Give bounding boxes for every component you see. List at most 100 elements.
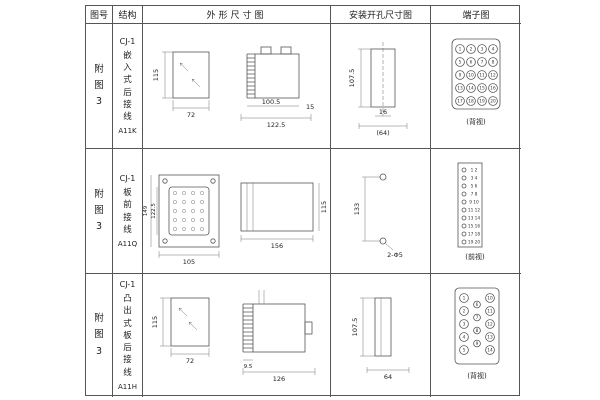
dim-flange: 15 — [306, 103, 314, 111]
structure-cell-a11k: CJ-1 嵌入式后接线 A11K — [113, 24, 143, 149]
col-header-install-dims: 安装开孔尺寸图 — [331, 6, 431, 24]
terminal-num: 10 — [487, 296, 493, 302]
front-view: 149 122.5 105 — [143, 174, 220, 266]
dim-width: 105 — [183, 258, 195, 266]
terminal-num: 17 18 — [468, 232, 481, 238]
side-view: 100.5 15 122.5 — [240, 46, 314, 129]
structure-code-label: A11Q — [117, 240, 138, 249]
terminal-drawing-a11k: 1 2 3 4 5 6 7 8 9 10 11 12 13 14 15 16 1… — [451, 38, 501, 126]
dim-hole-spacing: 133 — [353, 203, 361, 215]
terminal-num: 11 — [487, 309, 493, 315]
install-cell-a11q: 133 2-Φ5 — [331, 149, 431, 274]
figure-no-cell-a11q: 附图3 — [86, 149, 113, 274]
terminal-num: 19 — [479, 99, 485, 105]
terminal-num: 7 — [476, 315, 479, 321]
figure-no-cell-a11h: 附图3 — [86, 274, 113, 397]
dim-cutout-height: 107.5 — [351, 318, 359, 337]
terminal-num: 5 — [459, 60, 462, 66]
col-header-outline-dims: 外形尺寸图 — [143, 6, 331, 24]
structure-desc-label: 凸出式板后接线 — [123, 293, 132, 378]
terminal-num: 8 — [476, 328, 479, 334]
terminal-num: 2 — [470, 47, 473, 53]
terminal-num: 4 — [492, 47, 495, 53]
structure-cell-a11q: CJ-1 板前接线 A11Q — [113, 149, 143, 274]
terminal-drawing-a11q: 1 2 3 4 5 6 7 8 9 10 11 12 13 14 15 16 1… — [457, 162, 485, 261]
col-header-structure: 结构 — [113, 6, 143, 24]
install-cell-a11h: 107.5 64 — [331, 274, 431, 397]
terminal-cell-a11q: 1 2 3 4 5 6 7 8 9 10 11 12 13 14 15 16 1… — [431, 149, 521, 274]
terminal-num: 13 14 — [468, 216, 481, 222]
terminal-num: 13 — [487, 335, 493, 341]
install-drawing-a11q: 133 2-Φ5 — [353, 173, 403, 259]
install-cell-a11k: 107.5 16 (64) — [331, 24, 431, 149]
dim-panel-depth: 9.5 — [244, 364, 253, 370]
dim-hole-diameter: 2-Φ5 — [387, 251, 403, 259]
terminal-view-caption: (前视) — [465, 252, 485, 261]
model-label: CJ-1 — [119, 279, 136, 289]
terminal-num: 8 — [492, 60, 495, 66]
terminal-num: 11 12 — [468, 208, 481, 214]
model-label: CJ-1 — [119, 36, 136, 46]
terminal-cell-a11h: 1 2 3 4 5 6 7 8 9 10 11 12 13 14 (背视) — [431, 274, 521, 397]
col-header-figure-no: 图号 — [86, 6, 113, 24]
outline-cell-a11k: 115 72 100.5 15 122.5 — [143, 24, 331, 149]
terminal-num: 17 — [457, 99, 463, 105]
dim-height: 115 — [151, 316, 159, 328]
front-view: 115 72 — [151, 297, 210, 365]
terminal-num: 18 — [468, 99, 474, 105]
structure-desc-label: 嵌入式后接线 — [123, 50, 132, 123]
structure-cell-a11h: CJ-1 凸出式板后接线 A11H — [113, 274, 143, 397]
terminal-num: 1 — [463, 296, 466, 302]
dim-cutout-height: 107.5 — [348, 69, 356, 88]
dim-overall-width: (64) — [376, 129, 389, 137]
terminal-strip: 1 2 3 4 5 6 7 8 9 10 11 12 13 14 15 16 1… — [461, 167, 481, 246]
dim-width: 72 — [186, 357, 194, 365]
terminal-num: 3 4 — [471, 176, 478, 182]
terminal-num: 20 — [490, 99, 496, 105]
outline-drawing-a11q: 149 122.5 105 156 115 — [143, 174, 328, 266]
terminal-num: 10 — [468, 73, 474, 79]
structure-desc-label: 板前接线 — [123, 187, 132, 235]
terminal-num: 9 10 — [469, 200, 479, 206]
install-drawing-a11k: 107.5 16 (64) — [348, 42, 408, 137]
terminal-num: 5 — [463, 348, 466, 354]
dim-cutout-width: 64 — [384, 373, 392, 381]
figure-no-label: 附图3 — [94, 313, 104, 357]
terminal-num: 7 — [481, 60, 484, 66]
front-view: 115 72 — [152, 51, 210, 119]
dim-side-height: 115 — [320, 201, 328, 213]
dim-total-depth: 122.5 — [267, 121, 286, 129]
figure-no-label: 附图3 — [94, 63, 104, 108]
terminal-num: 9 — [476, 341, 479, 347]
figure-no-cell-a11k: 附图3 — [86, 24, 113, 149]
dim-depth: 156 — [271, 242, 283, 250]
dim-cutout-width: 16 — [379, 108, 387, 116]
terminal-num: 12 — [487, 322, 493, 328]
terminal-num: 6 — [476, 302, 479, 308]
col-header-terminal-diagram: 端子图 — [431, 6, 521, 24]
spec-table: 图号 结构 外形尺寸图 安装开孔尺寸图 端子图 附图3 CJ-1 嵌入式后接线 … — [85, 5, 521, 397]
structure-code-label: A11K — [118, 127, 137, 136]
terminal-cell-a11k: 1 2 3 4 5 6 7 8 9 10 11 12 13 14 15 16 1… — [431, 24, 521, 149]
terminal-num: 13 — [457, 86, 463, 92]
figure-no-label: 附图3 — [94, 188, 104, 233]
terminal-num: 5 6 — [471, 184, 478, 190]
dim-outer-height: 149 — [143, 205, 149, 216]
terminal-num: 16 — [490, 86, 496, 92]
terminal-num: 15 16 — [468, 224, 481, 230]
terminal-num: 9 — [459, 73, 462, 79]
terminal-num: 6 — [470, 60, 473, 66]
terminal-num: 1 — [459, 47, 462, 53]
terminal-num: 14 — [468, 86, 474, 92]
dim-width: 72 — [187, 111, 195, 119]
terminal-num: 3 — [481, 47, 484, 53]
terminal-grid: 1 2 3 4 5 6 7 8 9 10 11 12 13 14 — [459, 293, 495, 355]
terminal-num: 19 20 — [468, 240, 481, 246]
terminal-num: 3 — [463, 322, 466, 328]
terminal-num: 2 — [463, 309, 466, 315]
terminal-grid: 1 2 3 4 5 6 7 8 9 10 11 12 13 14 15 16 1… — [455, 44, 498, 106]
outline-cell-a11q: 149 122.5 105 156 115 — [143, 149, 331, 274]
structure-code-label: A11H — [118, 383, 137, 392]
terminal-dots — [173, 191, 204, 231]
outline-drawing-a11h: 115 72 9.5 126 — [151, 290, 316, 383]
